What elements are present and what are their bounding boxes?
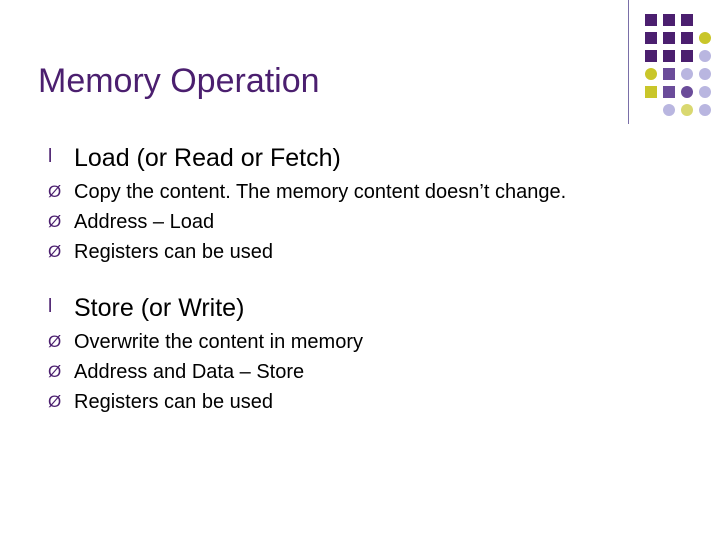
list-item: Ø Registers can be used [38, 388, 678, 416]
arrow-bullet-icon: Ø [48, 392, 62, 411]
list-item: Ø Registers can be used [38, 238, 678, 266]
arrow-bullet-icon: Ø [48, 212, 62, 231]
dot [645, 32, 657, 44]
arrow-bullet-icon: Ø [48, 362, 62, 381]
dot [663, 104, 675, 116]
arrow-bullet-icon: Ø [48, 242, 62, 261]
dot [663, 86, 675, 98]
dot-grid-decoration [645, 14, 711, 122]
list-item: l Load (or Read or Fetch) [38, 142, 678, 174]
dot [699, 32, 711, 44]
content-list: l Load (or Read or Fetch) Ø Copy the con… [38, 136, 678, 418]
list-item: Ø Address – Load [38, 208, 678, 236]
dot [663, 50, 675, 62]
list-item: Ø Overwrite the content in memory [38, 328, 678, 356]
list-item: l Store (or Write) [38, 292, 678, 324]
disc-bullet-icon: l [48, 296, 53, 317]
list-item-label: Copy the content. The memory content doe… [74, 181, 567, 203]
dot [699, 68, 711, 80]
list-item-label: Address and Data – Store [74, 361, 305, 383]
dot [699, 86, 711, 98]
page-title: Memory Operation [38, 62, 320, 100]
arrow-bullet-icon: Ø [48, 182, 62, 201]
list-item-label: Overwrite the content in memory [74, 331, 363, 353]
dot [663, 68, 675, 80]
dot [681, 86, 693, 98]
dot [699, 104, 711, 116]
dot [645, 14, 657, 26]
list-item-label: Store (or Write) [74, 294, 245, 322]
spacer [38, 268, 678, 286]
dot [681, 104, 693, 116]
dot [681, 50, 693, 62]
disc-bullet-icon: l [48, 146, 53, 167]
dot [699, 50, 711, 62]
dot [645, 68, 657, 80]
list-item-label: Load (or Read or Fetch) [74, 144, 341, 172]
dot [663, 32, 675, 44]
dot [681, 68, 693, 80]
list-item-label: Address – Load [74, 211, 215, 233]
list-item: Ø Address and Data – Store [38, 358, 678, 386]
list-item-label: Registers can be used [74, 241, 274, 263]
dot [663, 14, 675, 26]
arrow-bullet-icon: Ø [48, 332, 62, 351]
list-item: Ø Copy the content. The memory content d… [38, 178, 678, 206]
list-item-label: Registers can be used [74, 391, 274, 413]
dot [645, 86, 657, 98]
title-divider-rule [628, 0, 629, 124]
dot [645, 50, 657, 62]
dot [681, 32, 693, 44]
dot [681, 14, 693, 26]
